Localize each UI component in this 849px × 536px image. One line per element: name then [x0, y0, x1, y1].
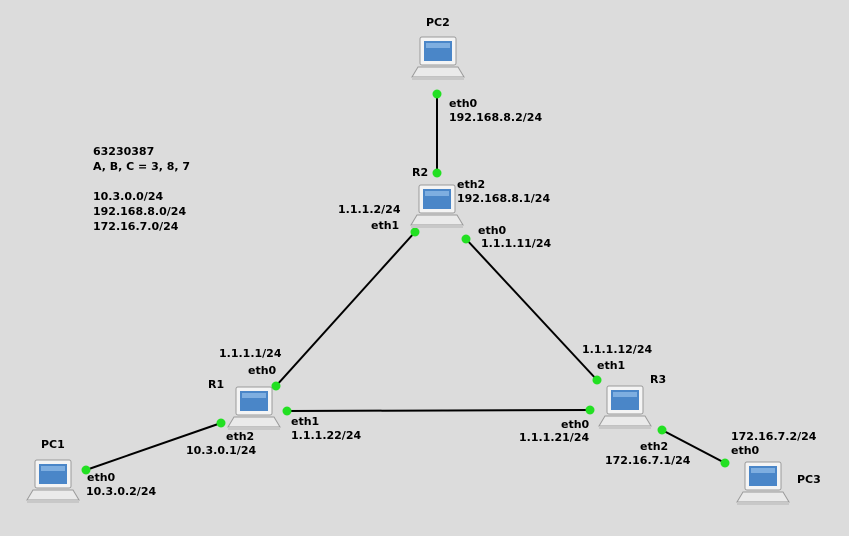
pc3-eth0-label: eth0 — [731, 444, 760, 457]
link-r1-pc1[interactable] — [85, 422, 222, 471]
pc3-computer-icon[interactable] — [735, 460, 791, 506]
r2-router-icon[interactable] — [409, 183, 465, 229]
r3-eth0-label: eth0 — [561, 418, 590, 431]
note-line: 172.16.7.0/24 — [93, 220, 179, 233]
note-line: 63230387 — [93, 145, 155, 158]
pc1-eth0-ip: 10.3.0.2/24 — [86, 485, 157, 498]
pc3-eth0-ip: 172.16.7.2/24 — [731, 430, 817, 443]
port-r2-eth2[interactable] — [432, 168, 442, 178]
pc1-name: PC1 — [41, 438, 65, 451]
port-pc1-eth0[interactable] — [81, 465, 91, 475]
r2-eth1-label: eth1 — [371, 219, 400, 232]
r1-eth1-label: eth1 — [291, 415, 320, 428]
port-r1-eth0[interactable] — [271, 381, 281, 391]
r2-eth0-label: eth0 — [478, 224, 507, 237]
pc1-computer-icon[interactable] — [25, 458, 81, 504]
r1-eth0-label: eth0 — [248, 364, 277, 377]
note-line: A, B, C = 3, 8, 7 — [93, 160, 191, 173]
pc2-eth0-label: eth0 — [449, 97, 478, 110]
port-r3-eth2[interactable] — [657, 425, 667, 435]
port-dots — [81, 89, 730, 475]
r3-eth1-label: eth1 — [597, 359, 626, 372]
pc1-eth0-label: eth0 — [87, 471, 116, 484]
port-r3-eth0[interactable] — [585, 405, 595, 415]
r1-name: R1 — [208, 378, 225, 391]
r1-eth1-ip: 1.1.1.22/24 — [291, 429, 362, 442]
port-pc2-eth0[interactable] — [432, 89, 442, 99]
r1-eth0-ip: 1.1.1.1/24 — [219, 347, 282, 360]
r1-eth2-ip: 10.3.0.1/24 — [186, 444, 257, 457]
port-r2-eth1[interactable] — [410, 227, 420, 237]
r3-name: R3 — [650, 373, 667, 386]
link-r2-r1[interactable] — [275, 231, 416, 387]
link-r2-r3[interactable] — [465, 238, 598, 381]
port-r3-eth1[interactable] — [592, 375, 602, 385]
note-line: 10.3.0.0/24 — [93, 190, 164, 203]
port-r1-eth2[interactable] — [216, 418, 226, 428]
r3-eth1-ip: 1.1.1.12/24 — [582, 343, 653, 356]
link-r1-r3[interactable] — [286, 409, 591, 412]
pc3-name: PC3 — [797, 473, 821, 486]
port-pc3-eth0[interactable] — [720, 458, 730, 468]
r1-eth2-label: eth2 — [226, 430, 255, 443]
port-r1-eth1[interactable] — [282, 406, 292, 416]
r3-eth2-ip: 172.16.7.1/24 — [605, 454, 691, 467]
pc2-computer-icon[interactable] — [410, 35, 466, 81]
r1-router-icon[interactable] — [226, 385, 282, 431]
pc2-name: PC2 — [426, 16, 450, 29]
r2-eth1-ip: 1.1.1.2/24 — [338, 203, 401, 216]
port-r2-eth0[interactable] — [461, 234, 471, 244]
note-line: 192.168.8.0/24 — [93, 205, 187, 218]
r2-eth2-ip: 192.168.8.1/24 — [457, 192, 551, 205]
notes-block: 63230387 A, B, C = 3, 8, 7 10.3.0.0/24 1… — [93, 144, 190, 234]
pc2-eth0-ip: 192.168.8.2/24 — [449, 111, 543, 124]
r3-eth0-ip: 1.1.1.21/24 — [519, 431, 590, 444]
r2-eth0-ip: 1.1.1.11/24 — [481, 237, 552, 250]
link-r3-pc3[interactable] — [661, 429, 726, 464]
r2-eth2-label: eth2 — [457, 178, 486, 191]
r2-name: R2 — [412, 166, 429, 179]
r3-router-icon[interactable] — [597, 384, 653, 430]
r3-eth2-label: eth2 — [640, 440, 669, 453]
note-line — [93, 174, 190, 189]
